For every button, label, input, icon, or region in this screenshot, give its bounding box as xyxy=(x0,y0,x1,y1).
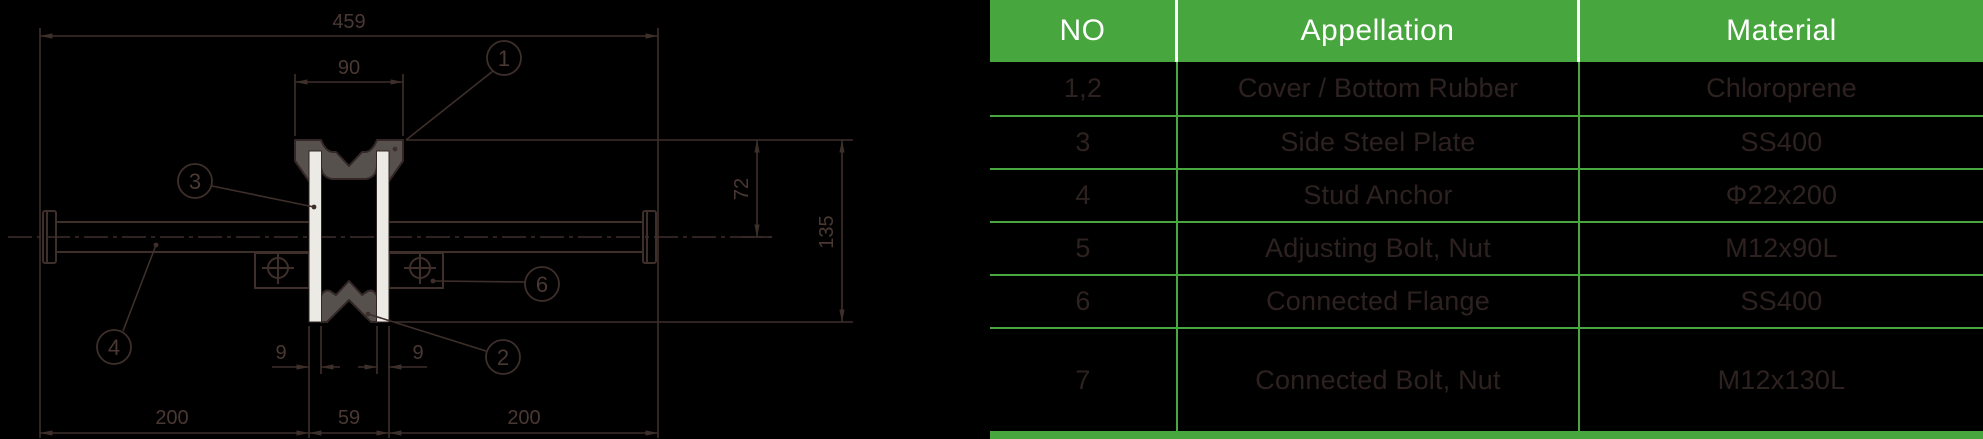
cell-no: 3 xyxy=(990,117,1178,168)
cell-appellation: Connected Bolt, Nut xyxy=(1178,329,1580,431)
left-side-steel-plate xyxy=(308,150,322,323)
cell-material: SS400 xyxy=(1740,286,1823,316)
dim-overall-width: 459 xyxy=(332,11,365,33)
parts-table-header: NO Appellation Material xyxy=(990,0,1983,62)
cell-material: Φ22x200 xyxy=(1725,180,1838,210)
dim-center-height: 72 xyxy=(731,178,753,200)
cell-material: Chloroprene xyxy=(1706,73,1857,103)
cell-appellation: Stud Anchor xyxy=(1178,170,1580,221)
cell-no: 7 xyxy=(990,329,1178,431)
right-side-steel-plate xyxy=(376,150,390,323)
cell-no: 1,2 xyxy=(990,62,1178,115)
parts-table: NO Appellation Material 1,2 Cover / Bott… xyxy=(990,0,1983,439)
balloon-4 xyxy=(96,329,132,365)
dim-right-length: 200 xyxy=(507,407,540,429)
drawing-panel: 459 90 200 59 200 9 9 72 135 xyxy=(0,0,990,439)
dim-plate-thickness-right: 9 xyxy=(412,342,423,364)
table-row: 3 Side Steel Plate SS400 xyxy=(990,115,1983,168)
dim-left-length: 200 xyxy=(155,407,188,429)
dimension-lines xyxy=(40,33,845,436)
cell-no: 6 xyxy=(990,276,1178,327)
cell-material: M12x130L xyxy=(1717,364,1846,395)
table-bottom-border xyxy=(990,431,1983,439)
header-no: NO xyxy=(990,0,1178,62)
balloon-3 xyxy=(177,163,213,199)
table-row: 1,2 Cover / Bottom Rubber Chloroprene xyxy=(990,62,1983,115)
cell-appellation: Connected Flange xyxy=(1178,276,1580,327)
balloon-6-label: 6 xyxy=(536,272,548,297)
leader-dots xyxy=(153,146,436,317)
balloon-3-label: 3 xyxy=(189,169,201,194)
table-row: 7 Connected Bolt, Nut M12x130L xyxy=(990,327,1983,431)
extension-lines xyxy=(39,28,853,438)
dim-gap-width: 59 xyxy=(338,407,360,429)
balloon-callouts: 1 2 3 4 6 xyxy=(96,40,560,375)
left-anchor-head xyxy=(42,210,57,264)
header-appellation: Appellation xyxy=(1178,0,1580,62)
table-row: 6 Connected Flange SS400 xyxy=(990,274,1983,327)
dim-plate-thickness-left: 9 xyxy=(275,342,286,364)
parts-table-body: 1,2 Cover / Bottom Rubber Chloroprene 3 … xyxy=(990,62,1983,431)
cell-appellation: Cover / Bottom Rubber xyxy=(1178,62,1580,115)
header-material: Material xyxy=(1726,14,1837,47)
balloon-1-label: 1 xyxy=(498,46,510,71)
cell-no: 4 xyxy=(990,170,1178,221)
table-row: 4 Stud Anchor Φ22x200 xyxy=(990,168,1983,221)
dim-cover-width: 90 xyxy=(338,57,360,79)
balloon-1 xyxy=(486,40,522,76)
cell-appellation: Adjusting Bolt, Nut xyxy=(1178,223,1580,274)
joint-cross-section-drawing: 459 90 200 59 200 9 9 72 135 xyxy=(8,11,853,438)
balloon-6 xyxy=(524,266,560,302)
cell-appellation: Side Steel Plate xyxy=(1178,117,1580,168)
balloon-4-label: 4 xyxy=(108,335,120,360)
cell-material: SS400 xyxy=(1740,127,1823,157)
balloon-2-label: 2 xyxy=(497,345,509,370)
cell-no: 5 xyxy=(990,223,1178,274)
balloon-2 xyxy=(485,339,521,375)
right-anchor-head xyxy=(642,210,657,264)
table-row: 5 Adjusting Bolt, Nut M12x90L xyxy=(990,221,1983,274)
leader-lines xyxy=(122,70,526,352)
cell-material: M12x90L xyxy=(1725,233,1838,263)
dim-overall-height: 135 xyxy=(816,215,838,248)
